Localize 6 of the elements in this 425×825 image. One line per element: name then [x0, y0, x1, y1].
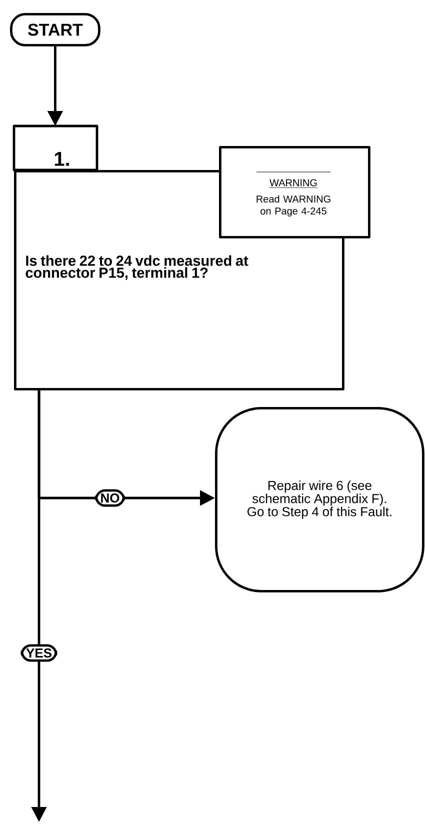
node-label: 1. — [54, 152, 69, 166]
edge-label: YES — [20, 644, 58, 662]
edge-label: NO — [95, 489, 125, 507]
action-box: Repair wire 6 (see schematic Appendix F). Go to Step 4 of this Fault. — [215, 407, 424, 592]
start-terminal: START — [10, 13, 100, 46]
warning-box: WARNING Read WARNING on Page 4-245 — [219, 146, 370, 238]
